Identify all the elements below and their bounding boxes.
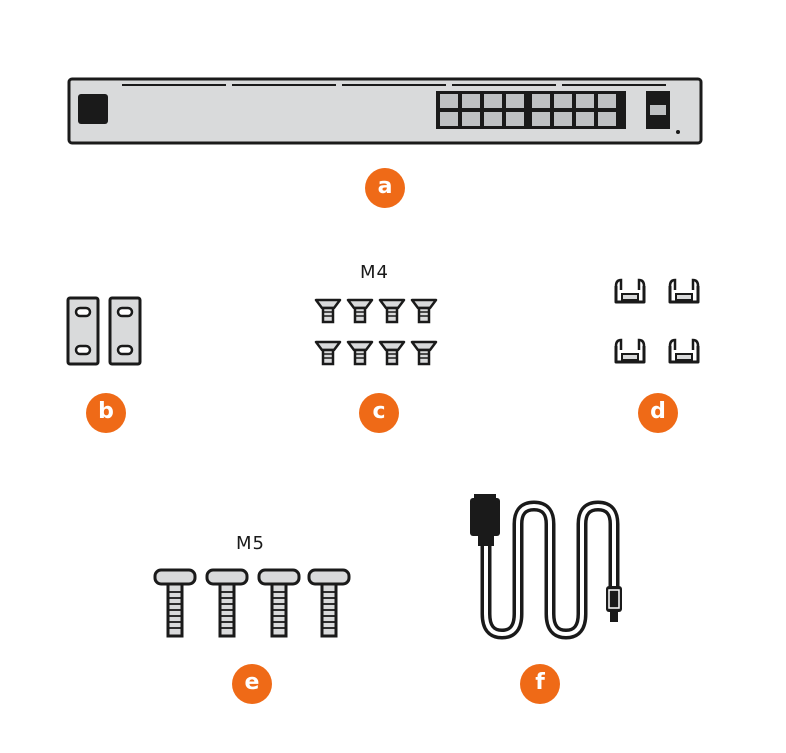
badge-e: e — [232, 664, 272, 704]
badge-f: f — [520, 664, 560, 704]
rack-ear-icon — [66, 296, 142, 366]
power-cord-icon — [470, 494, 622, 640]
m5-screw-icon — [153, 568, 351, 638]
cable-clip-icon — [614, 278, 700, 364]
m4-label: M4 — [360, 262, 389, 283]
switch-icon — [67, 77, 703, 145]
m4-screw-icon — [314, 298, 438, 366]
m5-label: M5 — [236, 533, 265, 554]
badge-c: c — [359, 393, 399, 433]
badge-b: b — [86, 393, 126, 433]
badge-a: a — [365, 168, 405, 208]
badge-d: d — [638, 393, 678, 433]
